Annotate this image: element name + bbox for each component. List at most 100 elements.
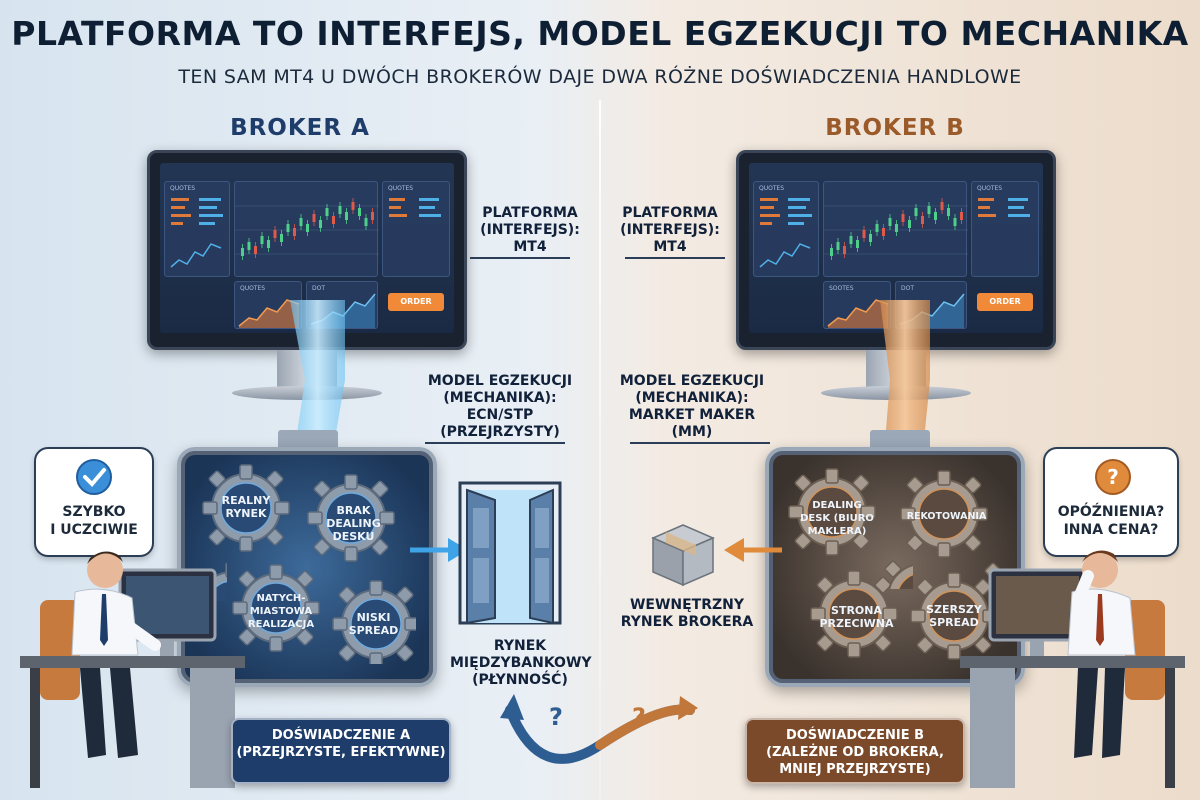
broker-a-execution-engine: REALNY RYNEK BRAK DEALING DESKU NATYCH- …	[177, 447, 437, 687]
candle-body	[254, 246, 257, 254]
leader-line	[630, 442, 770, 444]
broker-b-model-label: MODEL EGZEKUCJI (MECHANIKA): MARKET MAKE…	[619, 373, 765, 440]
candle-body	[241, 248, 244, 256]
question-icon: ?	[1095, 459, 1131, 495]
bubble-text: OPÓŹNIENIA? INNA CENA?	[1057, 504, 1165, 538]
gear-label: REALNY RYNEK	[221, 494, 271, 520]
check-icon	[76, 459, 112, 495]
order-button[interactable]: ORDER	[388, 293, 444, 311]
candlestick-chart	[823, 181, 968, 277]
candle-body	[364, 218, 368, 226]
gear-label: BRAK DEALING DESKU	[326, 504, 381, 543]
order-button[interactable]: ORDER	[977, 293, 1033, 311]
leader-line	[470, 257, 570, 259]
small-gear-icon	[878, 554, 913, 589]
candle-body	[908, 220, 911, 228]
broker-a-screen: QUOTES QUOTES QUOTES DOT	[160, 163, 454, 333]
package-box-icon	[651, 524, 715, 587]
candle-body	[862, 230, 866, 238]
candle-body	[856, 240, 859, 248]
page-title: PLATFORMA TO INTERFEJS, MODEL EGZEKUCJI …	[11, 14, 1189, 53]
gear-label: DEALING DESK (BIURO MAKLERA)	[800, 500, 874, 537]
candles	[235, 198, 379, 260]
quotes-panel: QUOTES	[753, 181, 819, 277]
broker-b-result: DOŚWIADCZENIE B (ZALEŻNE OD BROKERA, MNI…	[745, 718, 965, 784]
leader-line	[425, 442, 565, 444]
candle-body	[247, 242, 251, 250]
candle-body	[371, 212, 374, 220]
candle-body	[332, 216, 335, 224]
candle-body	[888, 218, 892, 226]
candle-body	[351, 202, 355, 210]
broker-b-monitor: QUOTES QUOTES SOOTES DOT	[736, 150, 1056, 350]
arrow-to-internal-icon	[724, 538, 782, 562]
bubble-text: SZYBKO I UCZCIWIE	[50, 504, 138, 538]
candle-body	[273, 230, 277, 238]
broker-b-speech-bubble: ? OPÓŹNIENIA? INNA CENA?	[1043, 447, 1179, 557]
candle-body	[830, 248, 833, 256]
candle-body	[914, 208, 918, 216]
broker-a-result: DOŚWIADCZENIE A (PRZEJRZYSTE, EFEKTYWNE)	[231, 718, 451, 784]
candle-body	[947, 208, 950, 216]
trader-a-illustration	[20, 551, 245, 788]
broker-b-title: BROKER B	[825, 115, 965, 141]
broker-a-model-label: MODEL EGZEKUCJI (MECHANIKA): ECN/STP (PR…	[427, 373, 573, 440]
candlestick-chart	[234, 181, 379, 277]
trader-b-illustration	[960, 550, 1185, 788]
candle-body	[895, 224, 898, 232]
candle-body	[940, 202, 944, 210]
candle-body	[843, 246, 846, 254]
candle-body	[286, 224, 290, 232]
candle-body	[927, 206, 931, 214]
gear-label: NATYCH- MIASTOWA REALIZACJA	[247, 593, 315, 630]
center-divider	[599, 100, 601, 800]
broker-a-flow-pipe	[278, 300, 345, 480]
candle-body	[319, 220, 322, 228]
broker-b-platform-label: PLATFORMA (INTERFEJS): MT4	[620, 205, 720, 255]
quotes-panel-right: QUOTES	[382, 181, 450, 277]
candle-body	[293, 228, 296, 236]
candle-body	[280, 234, 283, 242]
broker-b-flow-pipe	[870, 300, 930, 480]
candle-body	[260, 236, 264, 244]
mini-chart-1: SOOTES	[823, 281, 891, 329]
candle-body	[934, 212, 937, 220]
question-mark-blue: ?	[549, 703, 563, 731]
leader-line	[625, 257, 725, 259]
candle-body	[836, 242, 840, 250]
candle-body	[345, 212, 348, 220]
candle-body	[921, 216, 924, 224]
candle-body	[869, 234, 872, 242]
comparison-arrows-icon	[500, 694, 698, 764]
quotes-panel-right: QUOTES	[971, 181, 1039, 277]
candle-body	[306, 224, 309, 232]
candle-body	[358, 208, 361, 216]
arrow-to-door-icon	[410, 538, 468, 562]
candle-body	[849, 236, 853, 244]
svg-text:?: ?	[1107, 465, 1119, 489]
candle-body	[882, 228, 885, 236]
broker-a-speech-bubble: SZYBKO I UCZCIWIE	[34, 447, 154, 557]
gear-label: NISKI SPREAD	[348, 611, 399, 637]
candle-body	[875, 224, 879, 232]
candle-body	[338, 206, 342, 214]
quotes-panel: QUOTES	[164, 181, 230, 277]
quotes-bars	[170, 198, 223, 268]
candle-body	[960, 212, 963, 220]
candle-body	[267, 240, 270, 248]
broker-b-execution-engine: DEALING DESK (BIURO MAKLERA) REKOTOWANIA…	[765, 447, 1025, 687]
candle-body	[901, 214, 905, 222]
gear-label: STRONA PRZECIWNA	[819, 604, 894, 630]
question-mark-orange: ?	[632, 703, 646, 731]
gear-label: REKOTOWANIA	[906, 511, 987, 522]
candle-body	[953, 218, 957, 226]
page-subtitle: TEN SAM MT4 U DWÓCH BROKERÓW DAJE DWA RÓ…	[178, 66, 1022, 88]
mini-chart-1: QUOTES	[234, 281, 302, 329]
candle-body	[325, 208, 329, 216]
broker-a-destination: RYNEK MIĘDZYBANKOWY (PŁYNNOŚĆ)	[450, 638, 592, 688]
candle-body	[312, 214, 316, 222]
gear-label: SZERSZY SPREAD	[926, 603, 982, 629]
candle-body	[299, 218, 303, 226]
broker-a-title: BROKER A	[230, 115, 370, 141]
open-door-icon	[458, 481, 562, 625]
